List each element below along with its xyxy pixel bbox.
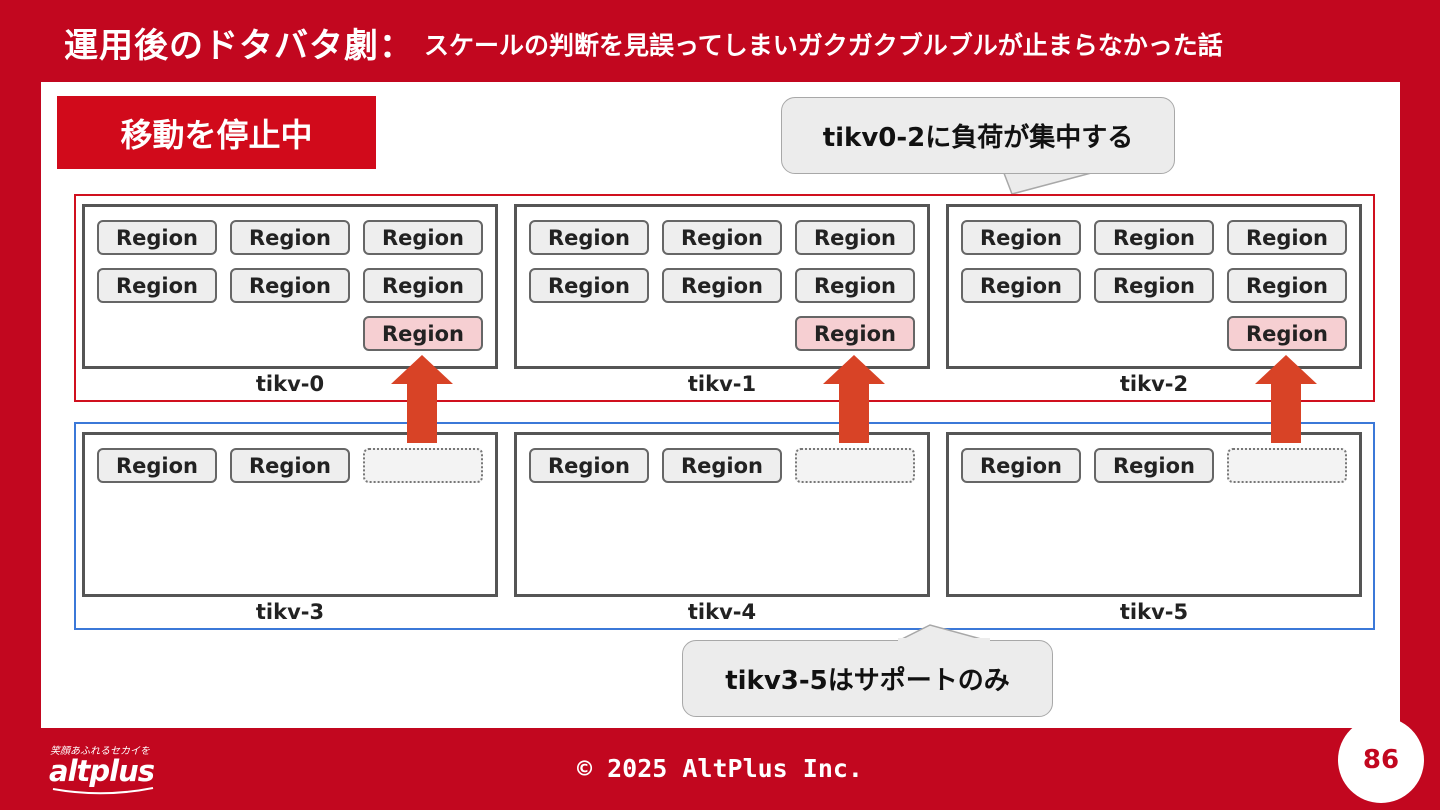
status-tag: 移動を停止中 — [57, 96, 376, 169]
region-block: Region — [961, 220, 1081, 255]
node-tikv-2: Region Region Region Region Region Regio… — [946, 204, 1362, 369]
region-block: Region — [363, 220, 483, 255]
region-block: Region — [795, 268, 915, 303]
region-block: Region — [529, 448, 649, 483]
copyright: © 2025 AltPlus Inc. — [577, 754, 863, 783]
page-number: 86 — [1338, 717, 1424, 803]
slide-header: 運用後のドタバタ劇： スケールの判断を見誤ってしまいガクガクブルブルが止まらなか… — [0, 0, 1440, 82]
node-label: tikv-1 — [687, 372, 757, 396]
region-block: Region — [529, 268, 649, 303]
group-support — [74, 422, 1375, 630]
region-block: Region — [230, 220, 350, 255]
empty-region-slot — [363, 448, 483, 483]
node-label: tikv-2 — [1119, 372, 1189, 396]
region-block-moved: Region — [1227, 316, 1347, 351]
region-block: Region — [662, 220, 782, 255]
node-tikv-3: Region Region — [82, 432, 498, 597]
region-block: Region — [961, 448, 1081, 483]
node-label: tikv-5 — [1119, 600, 1189, 624]
node-label: tikv-3 — [255, 600, 325, 624]
region-block: Region — [662, 448, 782, 483]
callout-bottom-join — [898, 638, 990, 643]
region-block: Region — [97, 220, 217, 255]
empty-region-slot — [1227, 448, 1347, 483]
slide-subtitle: スケールの判断を見誤ってしまいガクガクブルブルが止まらなかった話 — [424, 31, 1223, 60]
node-label: tikv-4 — [687, 600, 757, 624]
region-block: Region — [1227, 220, 1347, 255]
region-block: Region — [230, 448, 350, 483]
slide-title: 運用後のドタバタ劇： — [64, 26, 414, 66]
region-block: Region — [1227, 268, 1347, 303]
callout-bottom: tikv3-5はサポートのみ — [682, 640, 1053, 717]
region-block: Region — [529, 220, 649, 255]
region-block: Region — [961, 268, 1081, 303]
logo-swoosh-icon — [52, 787, 154, 795]
empty-region-slot — [795, 448, 915, 483]
node-tikv-5: Region Region — [946, 432, 1362, 597]
region-block: Region — [795, 220, 915, 255]
region-block: Region — [230, 268, 350, 303]
node-tikv-0: Region Region Region Region Region Regio… — [82, 204, 498, 369]
callout-top: tikv0-2に負荷が集中する — [781, 97, 1175, 174]
region-block: Region — [97, 448, 217, 483]
logo-wordmark: altplus — [49, 754, 155, 788]
region-block: Region — [1094, 268, 1214, 303]
arrow-up-icon — [823, 355, 885, 443]
group-loaded — [74, 194, 1375, 402]
content-panel — [41, 82, 1400, 728]
node-tikv-4: Region Region — [514, 432, 930, 597]
region-block-moved: Region — [363, 316, 483, 351]
region-block: Region — [97, 268, 217, 303]
region-block-moved: Region — [795, 316, 915, 351]
arrow-up-icon — [391, 355, 453, 443]
region-block: Region — [363, 268, 483, 303]
altplus-logo: 笑顔あふれるセカイを altplus — [45, 740, 165, 798]
region-block: Region — [1094, 220, 1214, 255]
logo-tagline: 笑顔あふれるセカイを — [50, 746, 150, 757]
node-label: tikv-0 — [255, 372, 325, 396]
region-block: Region — [1094, 448, 1214, 483]
node-tikv-1: Region Region Region Region Region Regio… — [514, 204, 930, 369]
region-block: Region — [662, 268, 782, 303]
arrow-up-icon — [1255, 355, 1317, 443]
